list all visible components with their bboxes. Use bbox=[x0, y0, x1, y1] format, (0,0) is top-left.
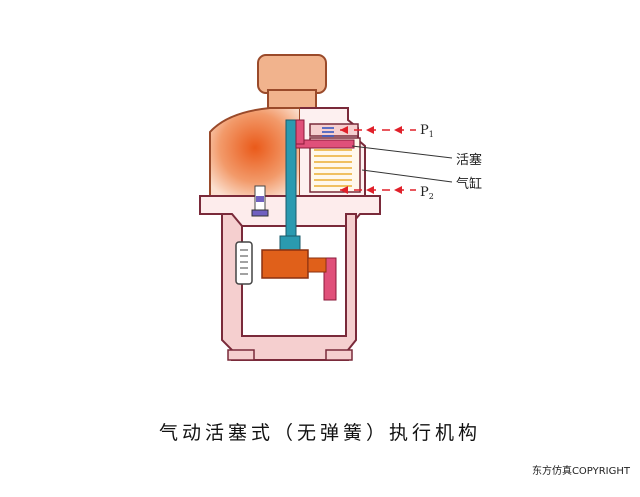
figure-caption: 气动活塞式（无弹簧）执行机构 bbox=[158, 422, 481, 444]
stem-connector bbox=[261, 249, 327, 279]
top-cap bbox=[257, 54, 327, 109]
piston-label: 活塞 bbox=[456, 152, 482, 168]
actuator-diagram: P1 P2 活塞 气缸 bbox=[199, 54, 482, 361]
piston bbox=[314, 127, 352, 187]
vent-screw bbox=[251, 185, 269, 217]
cylinder-leader-line bbox=[361, 169, 453, 183]
p2-arrows bbox=[340, 186, 416, 194]
cylinder-label: 气缸 bbox=[456, 176, 482, 192]
p2-label: P2 bbox=[420, 185, 434, 201]
stroke-scale bbox=[235, 241, 253, 285]
cylinder-housing bbox=[300, 107, 366, 197]
piston-leader-line bbox=[351, 145, 453, 159]
linkage-arm bbox=[295, 119, 355, 301]
p1-label: P1 bbox=[420, 123, 434, 139]
copyright-text: 东方仿真COPYRIGHT bbox=[531, 466, 630, 477]
p1-arrows bbox=[340, 126, 416, 134]
